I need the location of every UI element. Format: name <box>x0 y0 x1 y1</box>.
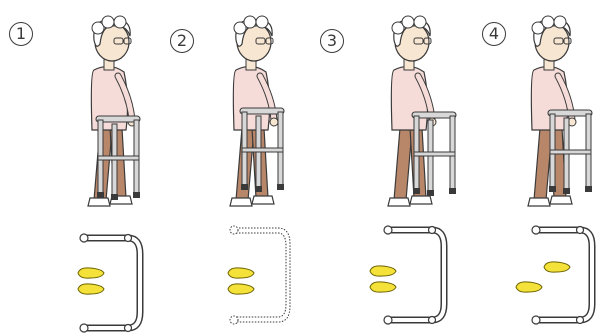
footprint-icon <box>544 262 570 272</box>
step-2-figure <box>230 16 284 206</box>
footprint-icon <box>228 268 254 278</box>
footprint-icon <box>370 282 396 292</box>
step-2-topview <box>228 226 290 324</box>
footprint-icon <box>78 284 104 294</box>
walker-topview-icon <box>384 226 444 324</box>
footprint-icon <box>516 282 542 292</box>
step-3-topview <box>370 226 444 324</box>
step-4-figure <box>528 16 592 206</box>
walker-topview-icon <box>80 234 140 332</box>
footprint-icon <box>370 266 396 276</box>
walker-topview-icon <box>532 226 592 324</box>
step-1-figure <box>88 16 140 206</box>
step-1-topview <box>78 234 140 332</box>
footprint-icon <box>78 268 104 278</box>
step-3-figure <box>388 16 456 206</box>
step-4-topview <box>516 226 592 324</box>
footprint-icon <box>228 284 254 294</box>
